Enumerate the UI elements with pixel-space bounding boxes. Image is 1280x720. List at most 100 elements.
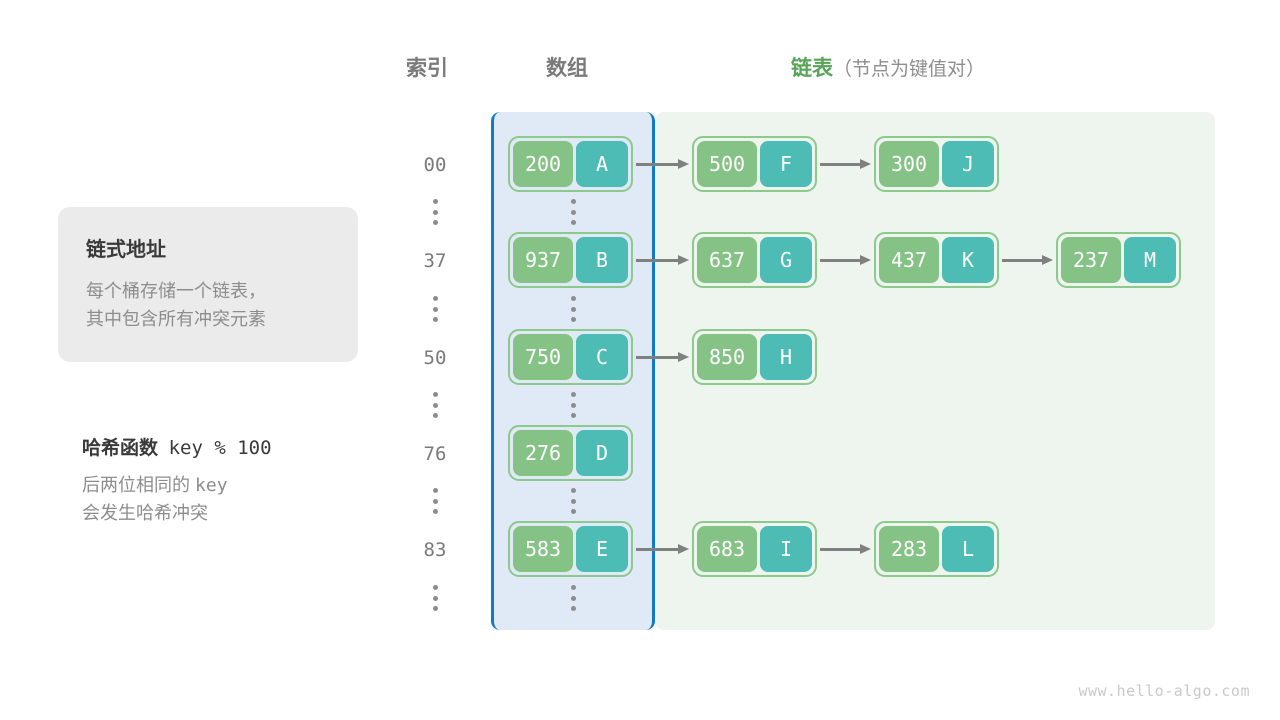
header-array: 数组 <box>546 57 588 80</box>
node-key: 276 <box>513 430 573 476</box>
node-value: F <box>760 141 812 187</box>
node-value: L <box>942 526 994 572</box>
bucket-index-50: 50 <box>423 347 447 369</box>
ellipsis-dot <box>570 199 576 204</box>
ellipsis-dot <box>432 509 438 514</box>
arrow-shaft <box>1002 259 1042 262</box>
chain-arrow <box>636 352 689 362</box>
header-index: 索引 <box>406 57 448 80</box>
array-ellipsis-1 <box>563 199 583 225</box>
index-ellipsis-2 <box>425 296 445 322</box>
array-ellipsis-4 <box>563 488 583 514</box>
info-card-title: 链式地址 <box>86 239 166 261</box>
node-value: G <box>760 237 812 283</box>
ellipsis-dot <box>570 595 576 601</box>
node-value: A <box>576 141 628 187</box>
ellipsis-dot <box>432 595 438 601</box>
arrow-head <box>860 159 871 169</box>
ellipsis-dot <box>432 402 438 408</box>
info-card: 链式地址 每个桶存储一个链表， 其中包含所有冲突元素 <box>58 207 358 362</box>
node-key: 283 <box>879 526 939 572</box>
ellipsis-dot <box>432 585 438 590</box>
arrow-shaft <box>820 259 860 262</box>
node-value: K <box>942 237 994 283</box>
arrow-head <box>678 544 689 554</box>
node-value: D <box>576 430 628 476</box>
node-key: 300 <box>879 141 939 187</box>
ellipsis-dot <box>432 606 438 611</box>
ellipsis-dot <box>570 306 576 312</box>
node-value: M <box>1124 237 1176 283</box>
chain-arrow <box>820 159 871 169</box>
chain-arrow <box>636 255 689 265</box>
node-key: 750 <box>513 334 573 380</box>
node-key: 200 <box>513 141 573 187</box>
node-value: J <box>942 141 994 187</box>
array-ellipsis-2 <box>563 296 583 322</box>
ellipsis-dot <box>570 413 576 418</box>
hash-note-line-1: 后两位相同的 key <box>82 472 402 500</box>
info-card-line-2: 其中包含所有冲突元素 <box>86 308 266 329</box>
info-card-line-1: 每个桶存储一个链表， <box>86 281 266 301</box>
node-key: 637 <box>697 237 757 283</box>
node-key: 237 <box>1061 237 1121 283</box>
bucket-index-76: 76 <box>423 443 447 465</box>
bucket-index-37: 37 <box>423 250 447 272</box>
ellipsis-dot <box>570 488 576 493</box>
hash-function-formula: key % 100 <box>168 437 272 459</box>
ellipsis-dot <box>570 209 576 215</box>
hash-function-title: 哈希函数 key % 100 <box>82 433 402 460</box>
arrow-shaft <box>636 356 678 359</box>
ellipsis-dot <box>432 209 438 215</box>
ellipsis-dot <box>570 498 576 504</box>
index-ellipsis-4 <box>425 488 445 514</box>
header-linked-list-sub: （节点为键值对） <box>833 59 986 80</box>
arrow-shaft <box>820 163 860 166</box>
hash-function-label: 哈希函数 <box>82 438 159 459</box>
array-ellipsis-3 <box>563 392 583 418</box>
arrow-head <box>678 255 689 265</box>
ellipsis-dot <box>570 585 576 590</box>
node-key: 683 <box>697 526 757 572</box>
ellipsis-dot <box>432 413 438 418</box>
chain-arrow <box>1002 255 1053 265</box>
hash-note-prefix: 后两位相同的 <box>82 475 196 495</box>
node-value: H <box>760 334 812 380</box>
ellipsis-dot <box>570 296 576 301</box>
node-key: 500 <box>697 141 757 187</box>
ellipsis-dot <box>432 488 438 493</box>
arrow-head <box>860 544 871 554</box>
header-linked-list: 链表（节点为键值对） <box>791 52 985 82</box>
index-ellipsis-5 <box>425 585 445 611</box>
node-value: E <box>576 526 628 572</box>
array-ellipsis-5 <box>563 585 583 611</box>
arrow-head <box>678 159 689 169</box>
node-value: C <box>576 334 628 380</box>
node-value: I <box>760 526 812 572</box>
chain-arrow <box>820 544 871 554</box>
chain-arrow <box>636 544 689 554</box>
ellipsis-dot <box>432 306 438 312</box>
bucket-index-83: 83 <box>423 539 447 561</box>
hash-note-line-2: 会发生哈希冲突 <box>82 502 208 523</box>
chain-arrow <box>820 255 871 265</box>
ellipsis-dot <box>570 220 576 225</box>
ellipsis-dot <box>570 509 576 514</box>
ellipsis-dot <box>432 317 438 322</box>
node-key: 437 <box>879 237 939 283</box>
index-ellipsis-3 <box>425 392 445 418</box>
node-key: 850 <box>697 334 757 380</box>
